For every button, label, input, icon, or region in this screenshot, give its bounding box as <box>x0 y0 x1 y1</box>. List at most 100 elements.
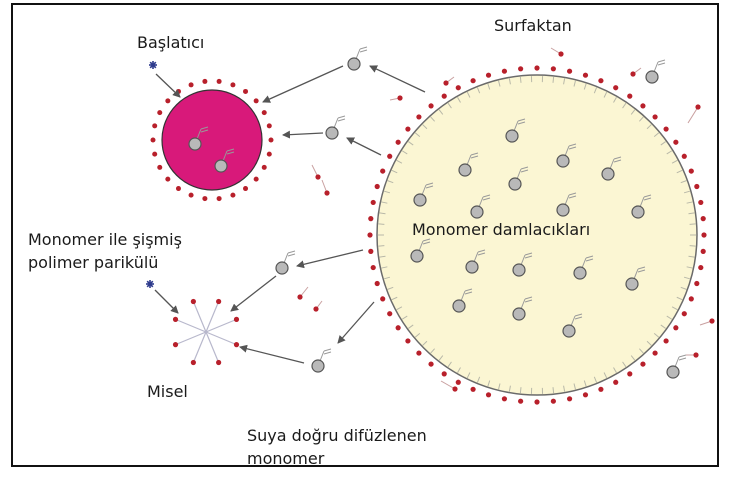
surfactant-head <box>416 114 421 119</box>
surfactant-head <box>217 196 222 201</box>
surfactant-head <box>698 265 703 270</box>
surfactant-head <box>267 152 272 157</box>
surfactant-tail <box>553 77 554 83</box>
free-monomer <box>348 47 367 70</box>
surfactant-head <box>442 371 447 376</box>
surfactant-head <box>217 79 222 84</box>
surfactant-head <box>502 69 507 74</box>
surfactant-head <box>165 98 170 103</box>
surfactant-head <box>405 126 410 131</box>
surfactant-head <box>152 123 157 128</box>
surfactant-head <box>518 399 523 404</box>
surfactant-head <box>627 94 632 99</box>
free-surfactant <box>297 287 308 300</box>
free-surfactant <box>313 301 322 312</box>
surfactant-head <box>254 177 259 182</box>
arrow-initiator-to-micelle <box>155 290 178 313</box>
surfactant-head <box>151 138 156 143</box>
surfactant-head <box>673 140 678 145</box>
micelle-head <box>173 317 178 322</box>
surfactant-head <box>551 399 556 404</box>
surfactant-head <box>262 110 267 115</box>
free-surfactant <box>686 352 699 357</box>
surfactant-head <box>428 103 433 108</box>
surfactant-head <box>368 249 373 254</box>
surfactant-head <box>416 350 421 355</box>
surfactant-head <box>371 200 376 205</box>
surfactant-head <box>698 200 703 205</box>
surfactant-head <box>567 396 572 401</box>
arrow-monomer-to-micelle <box>240 347 304 363</box>
surfactant-tail <box>553 387 554 393</box>
surfactant-head <box>701 249 706 254</box>
surfactant-head <box>380 296 385 301</box>
micelle-head <box>234 342 239 347</box>
micelle-head <box>216 299 221 304</box>
free-monomer <box>646 60 665 83</box>
free-surfactant <box>630 68 641 77</box>
micelle <box>173 299 239 365</box>
surfactant-head <box>652 114 657 119</box>
surfactant-label: Surfaktan <box>494 16 572 36</box>
micelle-label: Misel <box>147 382 188 402</box>
surfactant-head <box>442 94 447 99</box>
surfactant-head <box>583 73 588 78</box>
arrow-droplet-to-monomer <box>338 302 374 343</box>
diffusing-monomer-label-line1: Suya doğru difüzlenen <box>247 426 427 446</box>
surfactant-head <box>243 89 248 94</box>
surfactant-head <box>583 392 588 397</box>
free-surfactant <box>688 104 701 123</box>
surfactant-head <box>689 168 694 173</box>
surfactant-head <box>694 184 699 189</box>
surfactant-head <box>673 325 678 330</box>
surfactant-head <box>267 123 272 128</box>
diffusing-monomer-label-line2: monomer <box>247 449 324 469</box>
surfactant-head <box>368 216 373 221</box>
arrow-monomer-to-particle <box>283 133 323 135</box>
surfactant-head <box>428 361 433 366</box>
surfactant-head <box>598 387 603 392</box>
surfactant-head <box>405 338 410 343</box>
surfactant-head <box>518 66 523 71</box>
surfactant-head <box>613 85 618 90</box>
surfactant-head <box>534 65 539 70</box>
arrow-initiator-to-particle <box>156 74 180 97</box>
micelle-head <box>173 342 178 347</box>
micelle-head <box>216 360 221 365</box>
surfactant-head <box>396 325 401 330</box>
surfactant-head <box>598 78 603 83</box>
micelle-head <box>191 360 196 365</box>
free-surfactant <box>322 180 330 196</box>
surfactant-head <box>689 296 694 301</box>
surfactant-head <box>486 392 491 397</box>
surfactant-head <box>152 152 157 157</box>
free-monomer <box>667 355 686 378</box>
surfactant-head <box>502 396 507 401</box>
micelle-head <box>191 299 196 304</box>
arrow-droplet-to-monomer <box>347 138 381 155</box>
droplet-label: Monomer damlacıkları <box>412 220 590 240</box>
surfactant-head <box>663 338 668 343</box>
surfactant-head <box>627 371 632 376</box>
surfactant-head <box>254 98 259 103</box>
surfactant-head <box>375 184 380 189</box>
surfactant-head <box>189 82 194 87</box>
surfactant-head <box>387 311 392 316</box>
swollen-particle-label-line2: polimer parikülü <box>28 253 158 273</box>
surfactant-tail <box>520 387 521 393</box>
surfactant-head <box>202 79 207 84</box>
surfactant-head <box>230 193 235 198</box>
free-surfactant <box>441 381 458 392</box>
surfactant-head <box>534 399 539 404</box>
surfactant-head <box>470 387 475 392</box>
surfactant-head <box>371 265 376 270</box>
surfactant-tail <box>520 77 521 83</box>
particle-body <box>162 90 262 190</box>
surfactant-head <box>387 154 392 159</box>
surfactant-head <box>456 85 461 90</box>
free-monomer <box>312 349 331 372</box>
surfactant-head <box>157 110 162 115</box>
initiator-label: Başlatıcı <box>137 33 204 53</box>
arrow-monomer-to-micelle <box>231 276 276 311</box>
free-surfactant <box>390 95 403 100</box>
